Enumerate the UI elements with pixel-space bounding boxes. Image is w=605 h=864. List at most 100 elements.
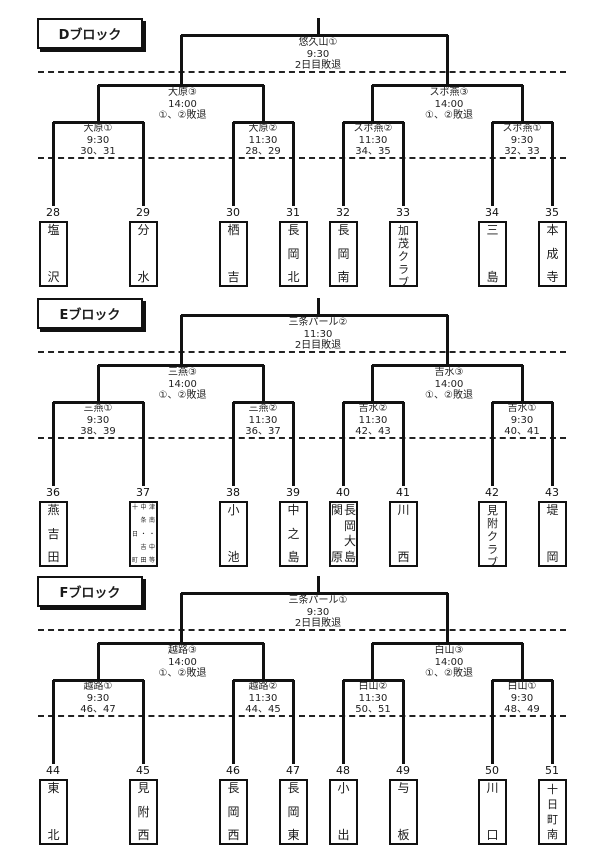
team-name-char: 口	[486, 828, 499, 842]
team-name-char: 川	[397, 503, 410, 517]
first-round-match-label: 大原②	[248, 123, 278, 134]
team-box[interactable]: 見附クラブ	[478, 501, 507, 569]
team-box[interactable]: 栖吉	[219, 221, 248, 287]
team-name-char: ブ	[398, 276, 409, 289]
bracket-line	[233, 401, 294, 404]
team-box[interactable]: 長岡西	[219, 779, 248, 845]
first-round-match-note: 40、41	[504, 426, 540, 437]
team-box[interactable]: 小出	[329, 779, 358, 845]
first-round-match-note: 34、35	[355, 146, 391, 157]
final-match-note: 2日目敗退	[294, 60, 342, 71]
bracket-line	[97, 365, 100, 403]
team-box[interactable]: 長岡北	[279, 221, 308, 287]
team-number: 42	[485, 486, 499, 499]
team-box[interactable]: 中之島	[279, 501, 308, 567]
semi-match-time: 14:00	[434, 98, 464, 110]
team-box[interactable]: 関原長岡大島	[329, 501, 358, 567]
team-box[interactable]: 三島	[478, 221, 507, 287]
team-box[interactable]: 小池	[219, 501, 248, 567]
team-box[interactable]: 長岡東	[279, 779, 308, 845]
first-round-match-time: 11:30	[358, 414, 388, 426]
first-round-match-time: 11:30	[358, 134, 388, 146]
team-name-char: 寺	[546, 270, 559, 284]
team-box[interactable]: 見附西	[129, 779, 158, 845]
team-name-char: 川	[486, 781, 499, 795]
team-box[interactable]: 十日町南	[538, 779, 567, 845]
dashed-divider	[38, 351, 566, 353]
team-number: 47	[286, 764, 300, 777]
first-round-match-label: 白山①	[507, 681, 537, 692]
team-name-char: ラ	[487, 543, 498, 556]
bracket-line	[371, 85, 374, 123]
semi-match-label: 越路③	[168, 645, 197, 656]
team-name-char: 中	[140, 504, 147, 511]
team-name-char: 岡	[546, 550, 559, 564]
bracket-line	[52, 680, 55, 764]
semi-match-time: 14:00	[168, 378, 197, 390]
first-round-match-label: スポ燕②	[353, 123, 393, 134]
team-name-char: 長	[337, 223, 350, 237]
first-round-match-time: 9:30	[86, 414, 110, 426]
team-name-char: 与	[397, 781, 410, 795]
team-box[interactable]: 堤岡	[538, 501, 567, 567]
team-name-char: 三	[486, 223, 499, 237]
team-box[interactable]: 与板	[389, 779, 418, 845]
semi-match-label: 白山③	[434, 645, 464, 656]
team-name-char: 島	[287, 550, 300, 564]
team-box[interactable]: 本成寺	[538, 221, 567, 287]
first-round-match-label: 三燕②	[248, 403, 278, 414]
team-name-char: 池	[227, 550, 240, 564]
first-round-match-time: 11:30	[358, 692, 388, 704]
team-name-char: 東	[287, 828, 300, 842]
team-number: 45	[136, 764, 150, 777]
bracket-line	[233, 679, 294, 682]
dashed-divider	[38, 629, 566, 631]
team-number: 35	[545, 206, 559, 219]
team-box[interactable]: 加茂クラブ	[389, 221, 418, 289]
team-box[interactable]: 塩沢	[39, 221, 68, 287]
first-round-match-note: 38、39	[80, 426, 116, 437]
dashed-divider	[38, 71, 566, 73]
semi-match-note: ①、②敗退	[425, 390, 473, 401]
first-round-match-note: 50、51	[355, 704, 391, 715]
team-name-char: ラ	[398, 263, 409, 276]
team-box[interactable]: 燕吉田	[39, 501, 68, 567]
first-round-match-label: 吉水②	[358, 403, 388, 414]
team-name-char: ク	[398, 250, 409, 263]
bracket-line	[179, 315, 183, 366]
team-box[interactable]: 十 日 町中条・吉田津南・中等	[129, 501, 158, 567]
first-round-match-note: 28、29	[245, 146, 281, 157]
team-name-char: 町	[132, 557, 139, 564]
team-number: 36	[46, 486, 60, 499]
team-name-char: 関	[331, 503, 344, 517]
bracket-line	[551, 122, 554, 206]
team-box[interactable]: 川口	[478, 779, 507, 845]
team-name-column: 長岡大島	[344, 504, 356, 564]
team-name-column: 津南・中等	[149, 504, 155, 564]
team-name-char: 中	[148, 543, 155, 551]
bracket-line	[232, 680, 235, 764]
team-box[interactable]: 長岡南	[329, 221, 358, 287]
bracket-line	[142, 122, 145, 206]
first-round-match-label: スポ燕①	[502, 123, 542, 134]
team-name-char: 田	[47, 550, 60, 564]
team-box[interactable]: 川西	[389, 501, 418, 567]
first-round-match-note: 48、49	[504, 704, 540, 715]
bracket-line	[52, 122, 55, 206]
team-name-char: 本	[546, 223, 559, 237]
team-box[interactable]: 分水	[129, 221, 158, 287]
team-box[interactable]: 東北	[39, 779, 68, 845]
bracket-line	[342, 680, 345, 764]
block-title: Dブロック	[37, 18, 143, 49]
